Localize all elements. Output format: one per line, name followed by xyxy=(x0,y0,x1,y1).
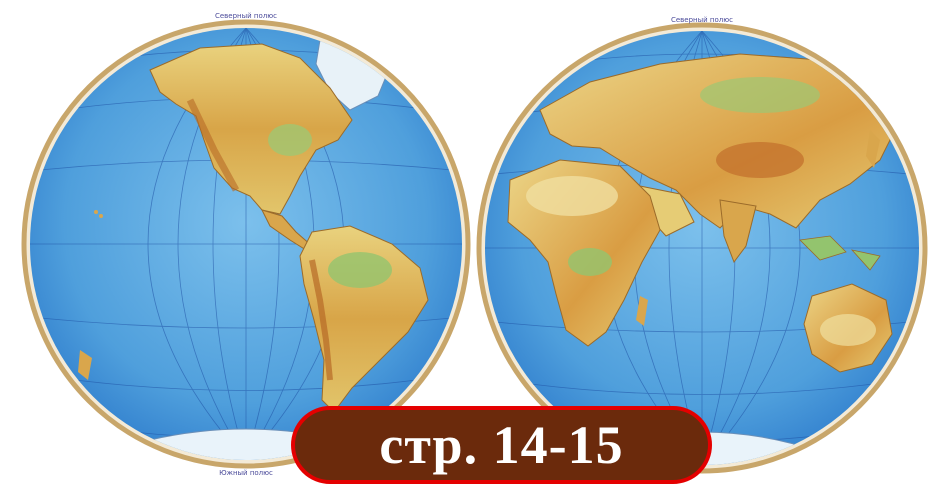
western-bottom-label: Южный полюс xyxy=(219,469,273,477)
page-reference-text: стр. 14-15 xyxy=(379,415,624,475)
eastern-top-label: Северный полюс xyxy=(671,16,733,24)
eastern-hemisphere: Северный полюс xyxy=(476,16,928,474)
page-reference-badge: стр. 14-15 xyxy=(291,406,712,484)
western-hemisphere: Северный полюс Южный полюс xyxy=(21,12,471,477)
western-top-label: Северный полюс xyxy=(215,12,277,20)
